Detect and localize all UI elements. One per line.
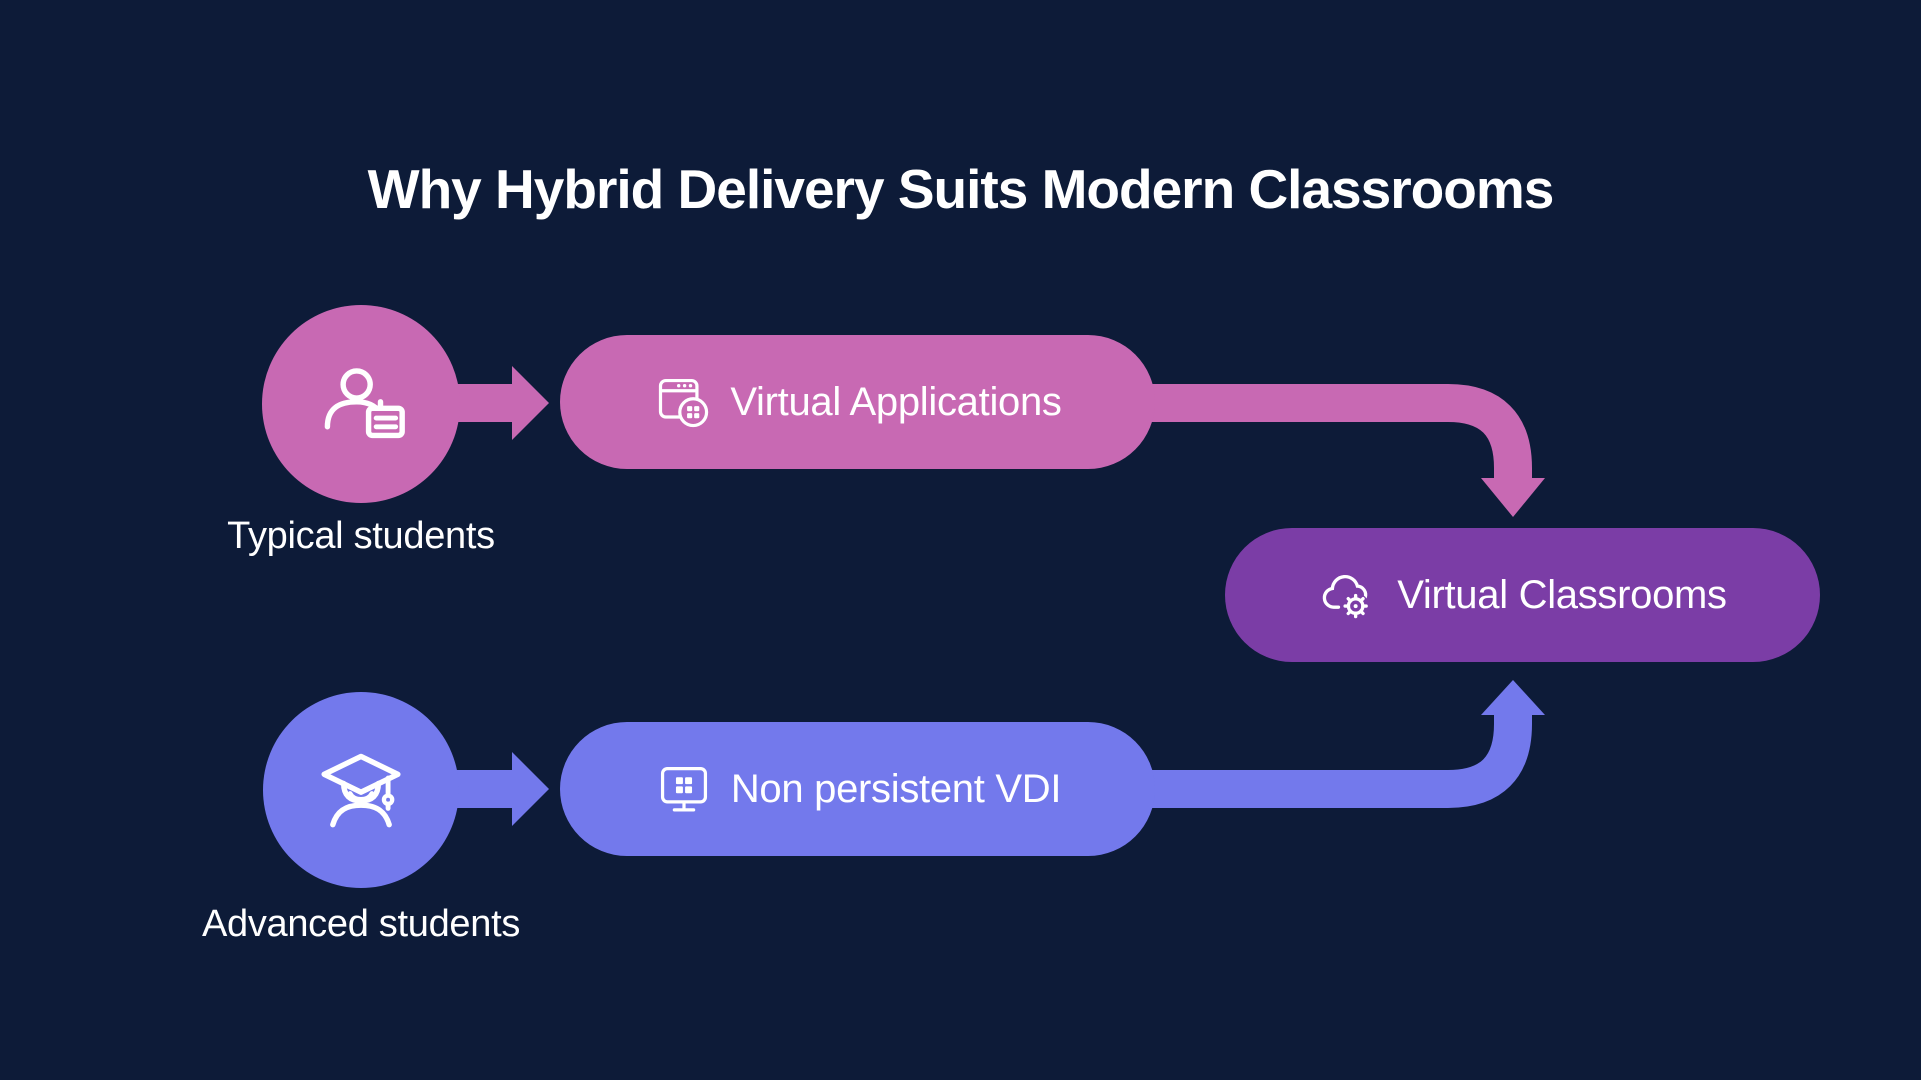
person-id-badge-icon — [309, 352, 413, 456]
source-node-typical-students — [262, 305, 460, 503]
target-node-virtual-classrooms: Virtual Classrooms — [1225, 528, 1820, 662]
app-window-grid-icon — [653, 372, 713, 432]
source-label-advanced-students: Advanced students — [201, 903, 521, 945]
graduate-cap-icon — [309, 738, 413, 842]
arrow-vdi-to-classrooms — [1150, 680, 1545, 808]
process-node-label: Non persistent VDI — [730, 766, 1062, 811]
cloud-gear-icon — [1318, 564, 1380, 626]
source-node-advanced-students — [263, 692, 459, 888]
process-node-virtual-applications: Virtual Applications — [560, 335, 1155, 469]
page-title: Why Hybrid Delivery Suits Modern Classro… — [367, 157, 1555, 220]
process-node-non-persistent-vdi: Non persistent VDI — [560, 722, 1155, 856]
target-node-label: Virtual Classrooms — [1397, 572, 1727, 617]
source-label-typical-students: Typical students — [227, 515, 495, 557]
arrow-apps-to-classrooms — [1150, 384, 1545, 517]
vdi-monitor-icon — [654, 759, 714, 819]
process-node-label: Virtual Applications — [730, 379, 1062, 424]
